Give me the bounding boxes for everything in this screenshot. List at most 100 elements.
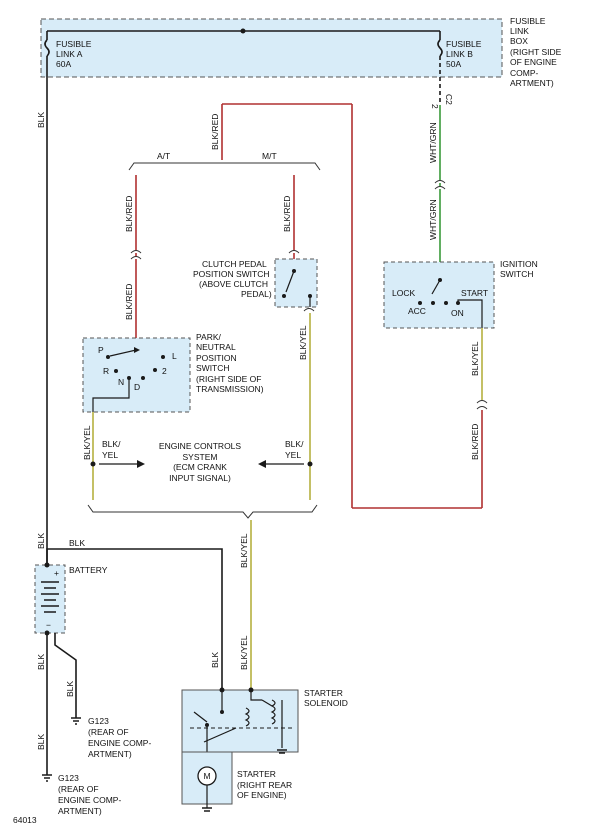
wire-label-blk-red-mt: BLK/RED xyxy=(282,196,292,232)
ecm-label-3: (ECM CRANK xyxy=(173,462,227,472)
battery-plus: + xyxy=(54,568,59,578)
pn-switch-title-5: (RIGHT SIDE OF xyxy=(196,374,262,384)
wire-label-blk-red-at-1: BLK/RED xyxy=(124,196,134,232)
battery-box xyxy=(34,564,66,634)
fusible-link-box xyxy=(40,18,503,78)
wire-label-wht-grn-1: WHT/GRN xyxy=(428,122,438,163)
fusible-link-b-label-2: LINK B xyxy=(446,49,473,59)
wire-label-blk-ground-1a: BLK xyxy=(36,654,46,670)
solenoid-label-2: SOLENOID xyxy=(304,698,348,708)
connector-mt-symbol xyxy=(288,250,300,254)
wire-label-blk-solenoid: BLK xyxy=(210,652,220,668)
ecm-right-arrow xyxy=(258,460,266,468)
fusible-box-title-3: BOX xyxy=(510,36,528,46)
ground-1-label-1: G123 xyxy=(88,716,109,726)
fusible-link-b-symbol xyxy=(437,39,443,57)
connector-wht-grn xyxy=(434,180,446,190)
clutch-switch-label-1: CLUTCH PEDAL xyxy=(202,259,267,269)
fusible-link-a-label-2: LINK A xyxy=(56,49,83,59)
ign-pos-acc: ACC xyxy=(408,306,426,316)
starter-motor-m: M xyxy=(203,771,210,781)
ground-1-label-4: ARTMENT) xyxy=(88,749,132,759)
solenoid-contact xyxy=(193,711,208,723)
wire-label-blk-yel-solenoid-1: BLK/YEL xyxy=(239,533,249,568)
solenoid-label-1: STARTER xyxy=(304,688,343,698)
starter-solenoid-box xyxy=(181,689,299,753)
gear-2: 2 xyxy=(162,366,167,376)
ground-symbol-2 xyxy=(42,774,52,782)
fusible-box-title-5: OF ENGINE xyxy=(510,57,557,67)
gear-l: L xyxy=(172,351,177,361)
fusible-link-a-label-1: FUSIBLE xyxy=(56,39,92,49)
connector-pin-label: 2 xyxy=(430,104,440,109)
fusible-box-title-7: ARTMENT) xyxy=(510,78,554,88)
ecm-label-1: ENGINE CONTROLS xyxy=(159,441,242,451)
branch-label-mt: M/T xyxy=(262,151,277,161)
wire-label-blk-yel-ign: BLK/YEL xyxy=(470,341,480,376)
ecm-left-wire-label-1: BLK/ xyxy=(102,439,121,449)
starter-label-3: OF ENGINE) xyxy=(237,790,287,800)
ignition-title-1: IGNITION xyxy=(500,259,538,269)
ign-pos-on: ON xyxy=(451,308,464,318)
pn-switch-title-3: POSITION xyxy=(196,353,237,363)
wire-label-wht-grn-2: WHT/GRN xyxy=(428,199,438,240)
ecm-label-4: INPUT SIGNAL) xyxy=(169,473,231,483)
solenoid-ground-symbol xyxy=(277,749,287,754)
ground-1-label-3: ENGINE COMP- xyxy=(88,738,151,748)
fusible-box-title-4: (RIGHT SIDE xyxy=(510,47,562,57)
merge-bracket xyxy=(87,504,318,519)
ground-2-label-3: ENGINE COMP- xyxy=(58,795,121,805)
battery-label: BATTERY xyxy=(69,565,108,575)
clutch-switch-label-2: POSITION SWITCH xyxy=(193,269,270,279)
wire-label-blk-red-trunk: BLK/RED xyxy=(210,114,220,150)
ground-2-label-2: (REAR OF xyxy=(58,784,99,794)
wire-label-blk-red-at-2: BLK/RED xyxy=(124,284,134,320)
clutch-switch-label-4: PEDAL) xyxy=(241,289,272,299)
fusible-box-title-6: COMP- xyxy=(510,68,539,78)
clutch-switch-box xyxy=(274,258,318,308)
wire-label-blk-ground-1b: BLK xyxy=(36,734,46,750)
bus-splice xyxy=(240,28,246,34)
clutch-switch-contact xyxy=(285,270,295,293)
ecm-label-2: SYSTEM xyxy=(183,452,218,462)
fusible-link-b-label-1: FUSIBLE xyxy=(446,39,482,49)
connector-ign-out xyxy=(476,400,488,410)
ground-symbol-1 xyxy=(71,717,81,725)
branch-bracket xyxy=(128,162,321,171)
fusible-link-b-label-3: 50A xyxy=(446,59,461,69)
ignition-switch-box xyxy=(383,261,495,329)
ignition-switch-contact xyxy=(431,279,441,295)
ground-1-label-2: (REAR OF xyxy=(88,727,129,737)
solenoid-coil-pull xyxy=(244,707,250,727)
battery-minus: − xyxy=(46,620,51,630)
ign-pos-start: START xyxy=(461,288,488,298)
ground-2-label-4: ARTMENT) xyxy=(58,806,102,816)
fusible-link-a-label-3: 60A xyxy=(56,59,71,69)
gear-n: N xyxy=(118,377,124,387)
ground-2-label-1: G123 xyxy=(58,773,79,783)
ecm-left-arrow xyxy=(137,460,145,468)
fusible-box-title-1: FUSIBLE xyxy=(510,16,546,26)
starter-label-1: STARTER xyxy=(237,769,276,779)
connector-clutch-out xyxy=(303,308,315,312)
wire-label-blk-battery: BLK xyxy=(69,538,85,548)
ignition-title-2: SWITCH xyxy=(500,269,534,279)
ecm-right-wire-label-1: BLK/ xyxy=(285,439,304,449)
ecm-left-wire-label-2: YEL xyxy=(102,450,118,460)
wire-label-blk-ground-2: BLK xyxy=(65,681,75,697)
pn-switch-contact xyxy=(109,349,137,357)
fusible-box-title-2: LINK xyxy=(510,26,529,36)
connector-at-symbol xyxy=(130,250,142,260)
gear-d: D xyxy=(134,382,140,392)
fusible-link-a-symbol xyxy=(44,39,50,57)
wire-blk-ground-2 xyxy=(54,633,77,718)
solenoid-coil-hold xyxy=(261,699,276,725)
starter-label-2: (RIGHT REAR xyxy=(237,780,292,790)
wire-label-blk-red-ign: BLK/RED xyxy=(470,424,480,460)
wire-label-blk-2: BLK xyxy=(36,533,46,549)
pn-switch-title-2: NEUTRAL xyxy=(196,342,236,352)
wire-label-blk-yel-solenoid-2: BLK/YEL xyxy=(239,635,249,670)
pn-switch-title-6: TRANSMISSION) xyxy=(196,384,264,394)
wire-label-blk-1: BLK xyxy=(36,112,46,128)
